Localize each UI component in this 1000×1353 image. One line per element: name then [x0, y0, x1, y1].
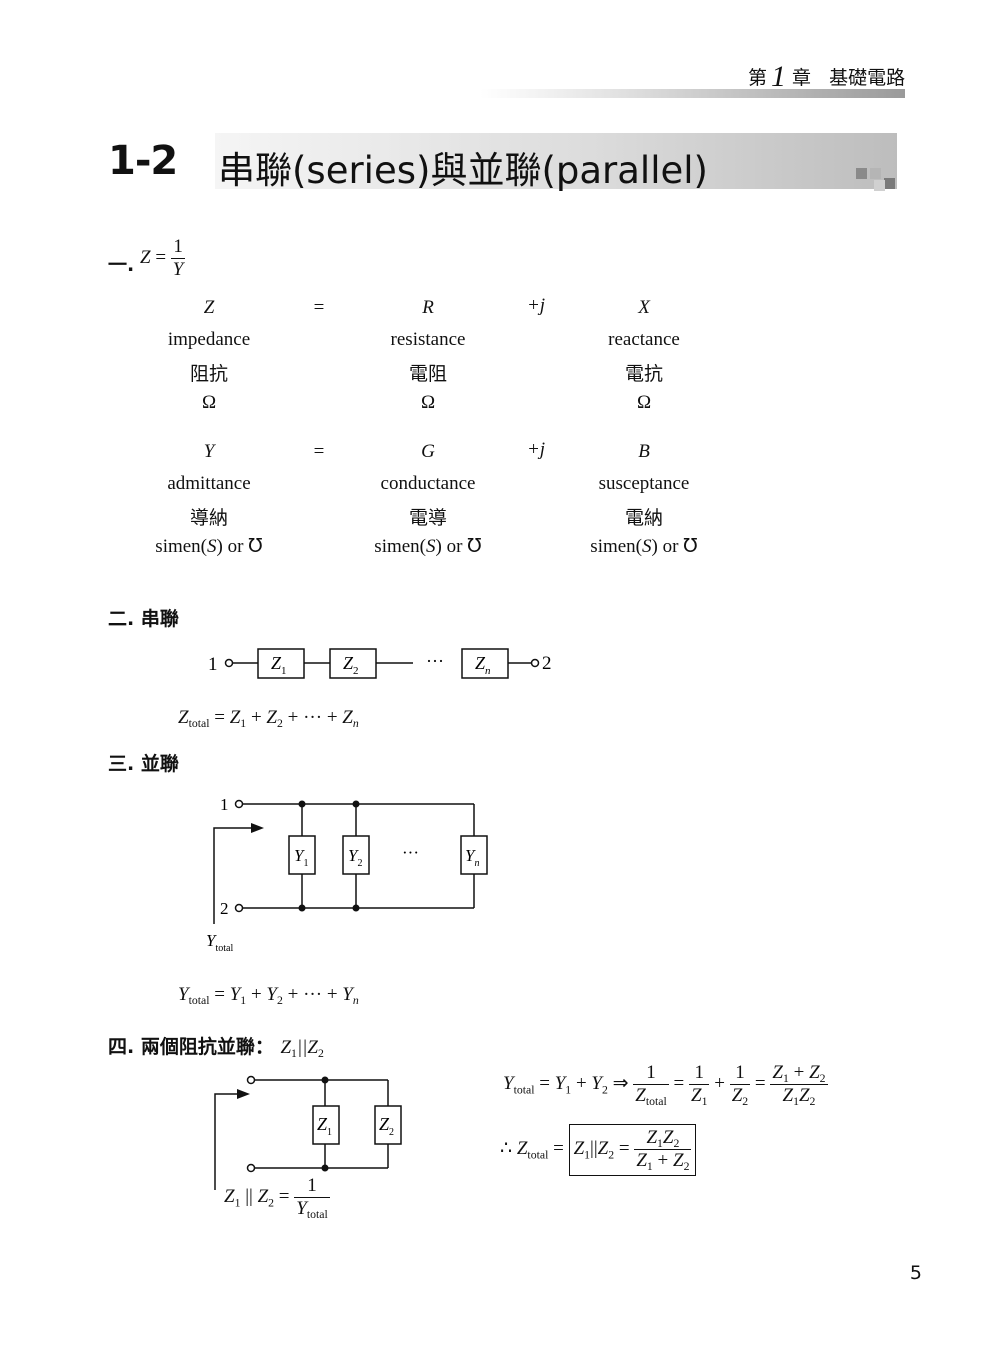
plus-j: +j — [526, 295, 546, 316]
series-circuit-diagram: 1 Z1 Z2 ··· Zn 2 — [208, 648, 552, 679]
parallel-y1-box — [288, 835, 316, 875]
impedance-symbol: Z — [203, 297, 215, 318]
formula-numerator: 1 — [170, 236, 186, 259]
z1-box — [312, 1105, 340, 1145]
section-title-band — [215, 133, 897, 189]
part3-heading: 三. 並聯 — [108, 753, 179, 775]
conductance-label: conductance — [380, 473, 476, 494]
terminal-2 — [530, 658, 540, 668]
parallel-node-1: 1 — [220, 795, 229, 814]
parallel-ytotal-label: Ytotal — [206, 931, 233, 954]
admittance-chinese: 導納 — [189, 508, 228, 529]
section-title: 串聯(series)與並聯(parallel) — [218, 149, 708, 192]
admittance-unit: simen(S) or ℧ — [155, 536, 263, 557]
chapter-number: 1 — [771, 60, 787, 93]
parallel-ellipsis: ··· — [402, 843, 419, 862]
section-number: 1-2 — [108, 138, 178, 184]
reactance-label: reactance — [608, 329, 680, 350]
ytotal-arrow — [213, 827, 256, 924]
susceptance-chinese: 電納 — [624, 508, 663, 529]
formula-denominator: Y — [172, 258, 184, 280]
conductance-unit: simen(S) or ℧ — [374, 536, 482, 557]
admittance-symbol: Y — [203, 441, 215, 462]
series-formula: Ztotal = Z1 + Z2 + ··· + Zn — [178, 707, 359, 731]
chapter-suffix: 章 — [792, 67, 812, 89]
two-impedance-parallel-diagram: Z1 Z2 — [214, 1075, 402, 1190]
decor-square — [856, 168, 867, 179]
resistance-chinese: 電阻 — [408, 364, 447, 385]
resistance-label: resistance — [390, 329, 466, 350]
admittance-label: admittance — [167, 473, 251, 494]
part4-heading: 四. 兩個阻抗並聯： Z1||Z2 — [108, 1032, 324, 1059]
impedance-label: impedance — [167, 329, 251, 350]
parallel-circuit-diagram: 1 2 Y1 Y2 ··· Yn Ytotal — [206, 795, 488, 954]
chapter-prefix: 第 — [748, 67, 768, 89]
resistance-symbol: R — [422, 297, 434, 318]
chapter-title: 基礎電路 — [829, 67, 906, 89]
impedance-chinese: 阻抗 — [189, 364, 228, 385]
decor-square — [884, 178, 895, 189]
part1-label: 一. — [108, 254, 135, 276]
series-node-1: 1 — [208, 654, 218, 675]
susceptance-symbol: B — [638, 441, 650, 462]
parallel-y2-box — [342, 835, 370, 875]
decor-square — [874, 180, 885, 191]
part4-heading-math: Z1||Z2 — [280, 1037, 324, 1061]
decor-square — [870, 168, 881, 179]
conductance-symbol: G — [421, 441, 435, 462]
equals-sign: = — [313, 297, 325, 318]
ytotal-arrow-2 — [214, 1093, 241, 1190]
part4-heading-text: 四. 兩個阻抗並聯： — [108, 1036, 274, 1058]
reactance-symbol: X — [638, 297, 650, 318]
reactance-unit: Ω — [636, 392, 652, 413]
conductance-chinese: 電導 — [408, 508, 447, 529]
resistance-unit: Ω — [420, 392, 436, 413]
terminal-1 — [224, 658, 234, 668]
impedance-unit: Ω — [201, 392, 217, 413]
susceptance-unit: simen(S) or ℧ — [590, 536, 698, 557]
page-number: 5 — [909, 1262, 922, 1284]
plus-j: +j — [526, 439, 546, 460]
equals-sign: = — [313, 441, 325, 462]
parallel-node-2: 2 — [220, 899, 229, 918]
formula-lhs: Z — [140, 247, 151, 269]
susceptance-label: susceptance — [598, 473, 690, 494]
part2-heading: 二. 串聯 — [108, 608, 179, 630]
parallel-formula: Ytotal = Y1 + Y2 + ··· + Yn — [178, 984, 359, 1008]
series-ellipsis: ··· — [426, 651, 444, 671]
parallel-yn-box — [460, 835, 488, 875]
series-node-2: 2 — [542, 653, 552, 674]
reactance-chinese: 電抗 — [624, 364, 663, 385]
header-gradient-bar — [480, 89, 905, 98]
series-z1-box — [257, 648, 305, 679]
